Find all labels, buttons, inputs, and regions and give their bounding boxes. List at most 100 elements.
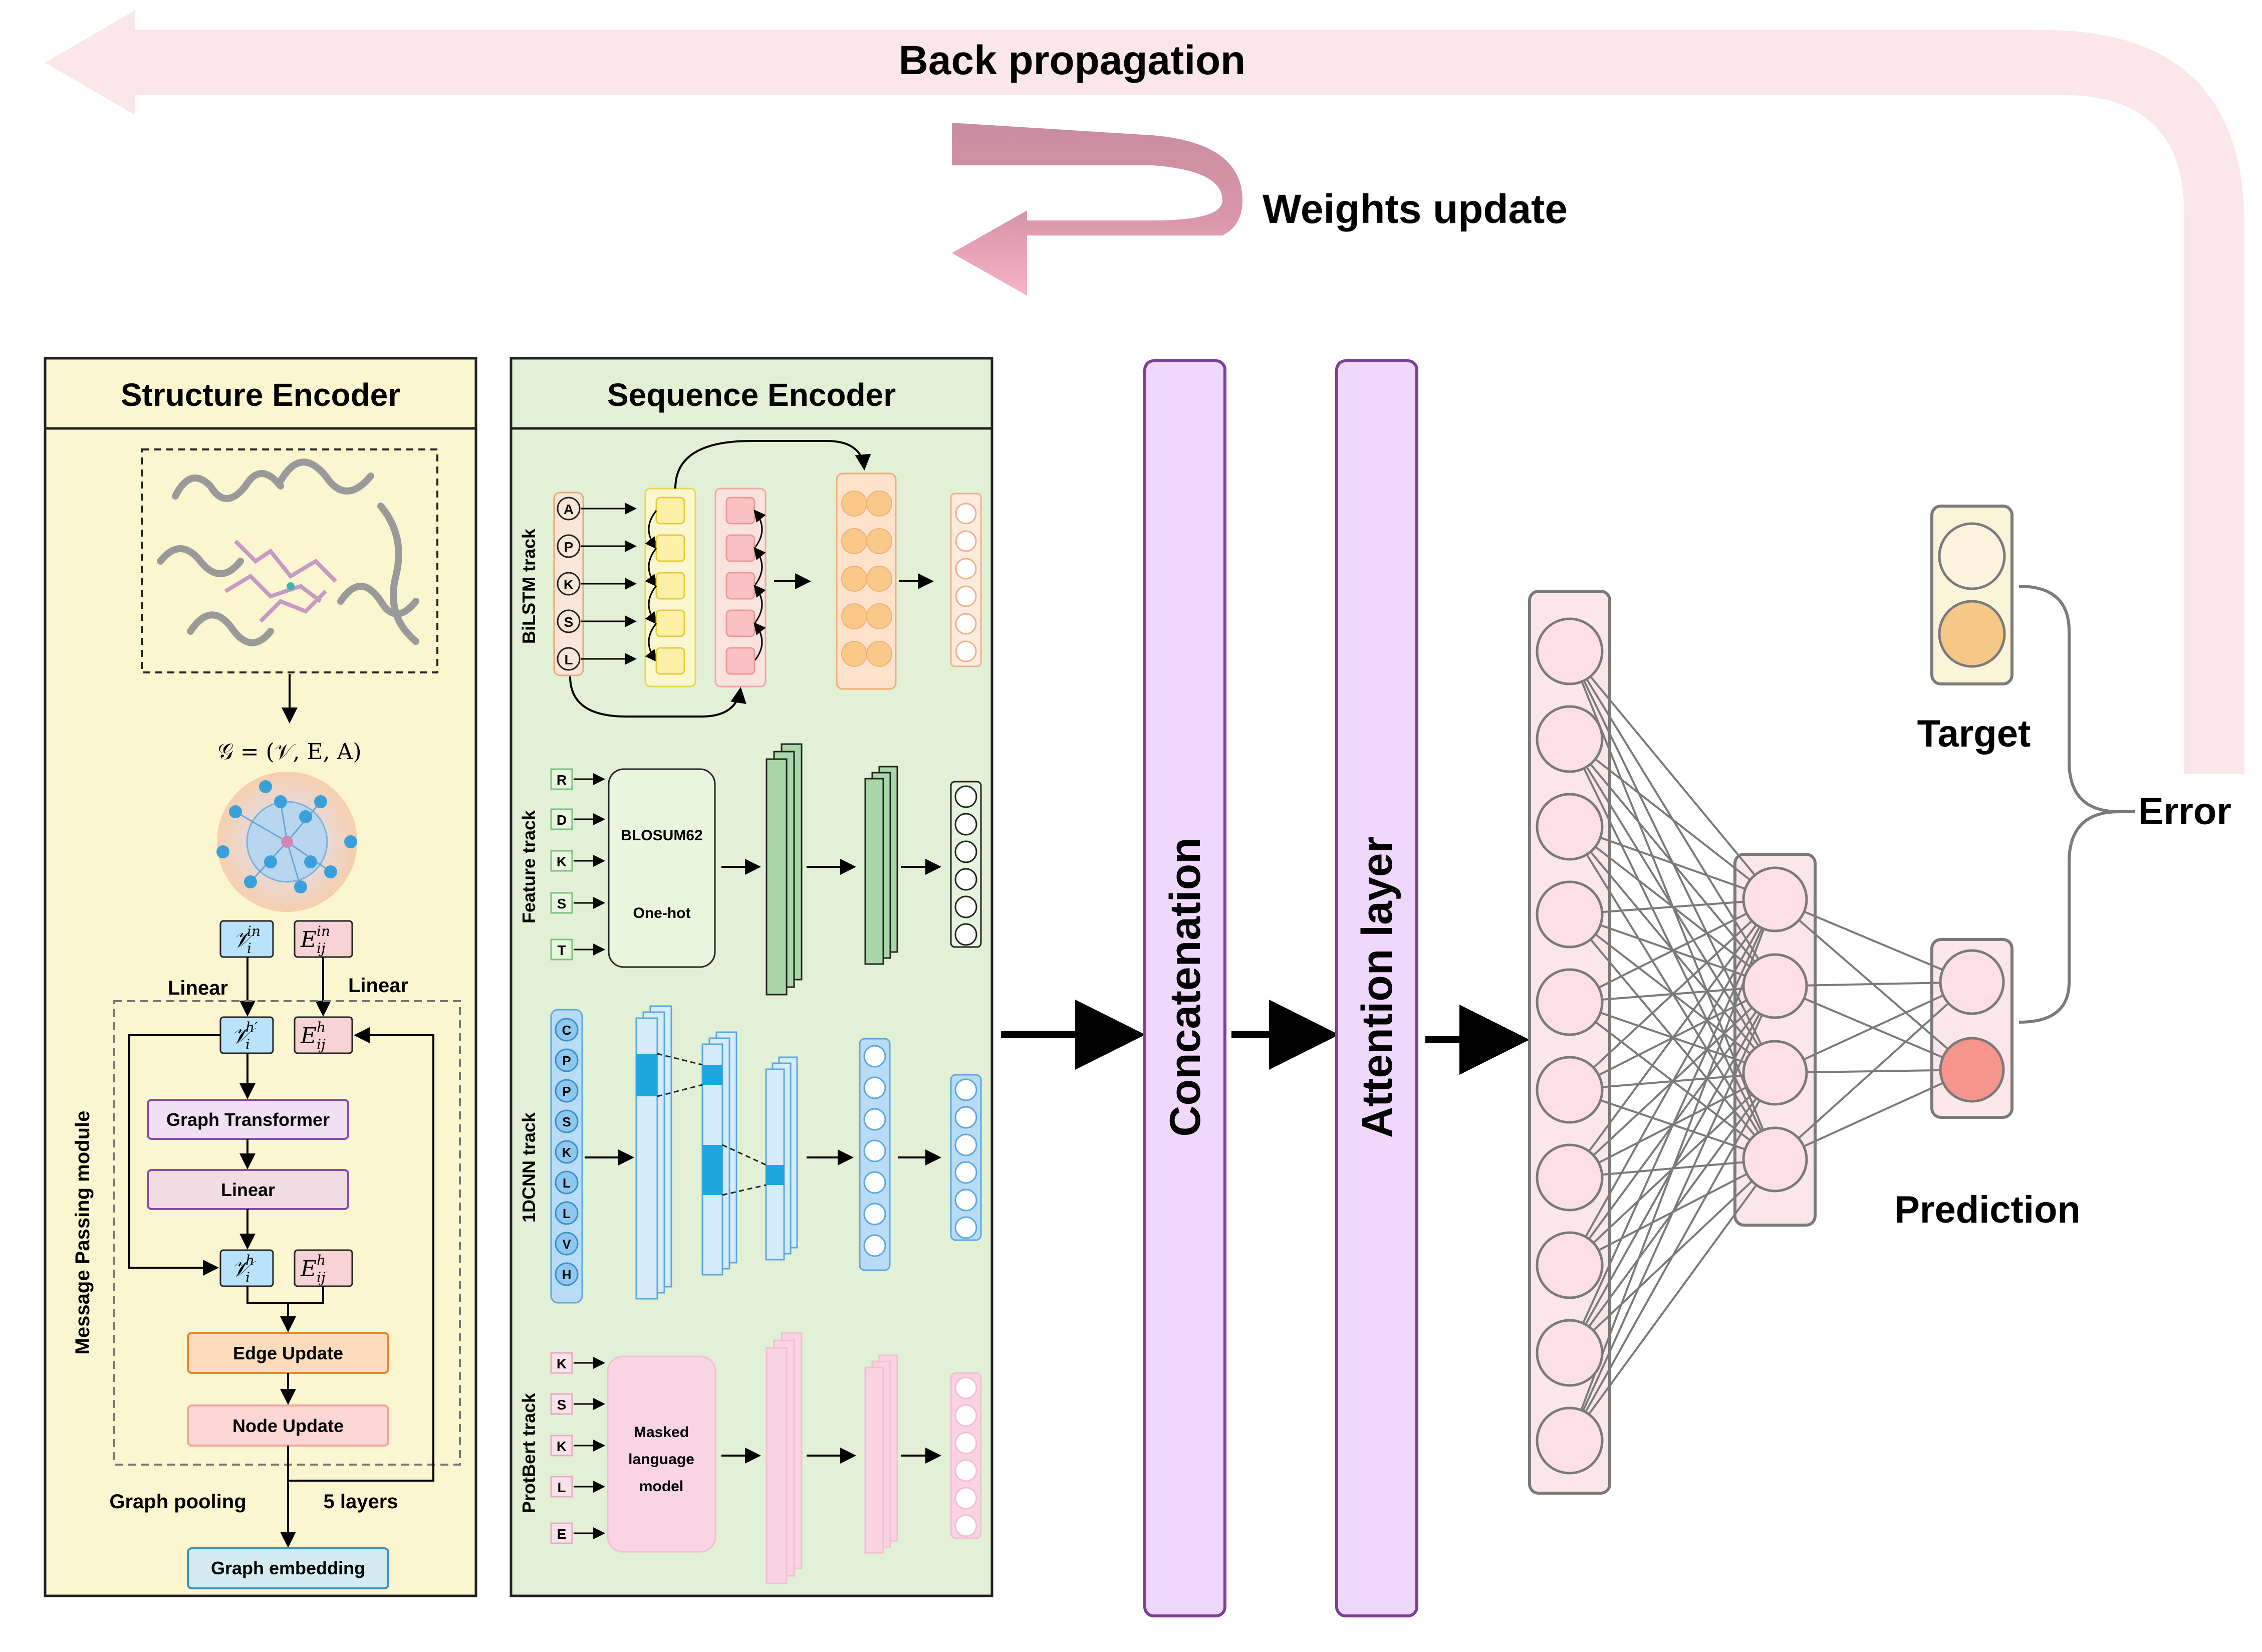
svg-text:S: S [564, 614, 574, 630]
protbert-track-label: ProtBert track [519, 1392, 539, 1513]
svg-text:L: L [564, 652, 573, 667]
protbert-output-node [954, 1376, 977, 1399]
svg-text:Graph embedding: Graph embedding [211, 1558, 365, 1578]
v-h1-box: 𝒱 h′ i [219, 1016, 274, 1054]
svg-text:ij: ij [317, 940, 326, 957]
mlp-node [1742, 866, 1808, 932]
cnn-output-node [954, 1133, 977, 1156]
mlp-node [1536, 968, 1604, 1036]
bilstm-forward-recurrence [645, 510, 657, 550]
cnn-pool-node [863, 1045, 886, 1068]
bilstm-output-node [866, 528, 892, 554]
svg-text:H: H [562, 1267, 572, 1282]
bilstm-input-letter: K [557, 572, 581, 596]
prediction-node [1939, 1037, 2005, 1103]
svg-text:K: K [557, 1356, 567, 1371]
cnn-pool-node [863, 1234, 886, 1257]
linear-mid-box: Linear [147, 1169, 349, 1210]
bilstm-forward-cell [655, 609, 685, 637]
bilstm-input-letter: P [557, 534, 581, 558]
mlp-node [1536, 705, 1604, 773]
bilstm-backward-recurrence [753, 622, 766, 661]
masked-lm-box: Masked language model [607, 1355, 716, 1553]
cnn-output-node [954, 1106, 977, 1129]
cnn-input-letter: L [555, 1201, 579, 1225]
cnn-input-letter: V [555, 1232, 579, 1256]
bilstm-final-node [955, 640, 977, 662]
structure-encoder-title: Structure Encoder [121, 377, 400, 413]
protbert-output-node [954, 1514, 977, 1537]
mlp-edge [1775, 898, 1972, 983]
bilstm-output-node [841, 566, 867, 592]
svg-text:in: in [317, 923, 330, 939]
bilstm-output-node [866, 603, 892, 629]
svg-text:E: E [300, 1256, 317, 1282]
e-in-box: E in ij [294, 920, 353, 958]
attention-bar [1335, 359, 1418, 1617]
cnn-layer-1 [635, 1005, 672, 1300]
svg-text:L: L [563, 1175, 571, 1191]
feature-output-node [954, 785, 977, 808]
cnn-output-node [954, 1189, 977, 1212]
feature-track-label: Feature track [519, 810, 539, 923]
protbert-output-node [954, 1459, 977, 1482]
blosum-box: BLOSUM62 One-hot [608, 768, 716, 968]
svg-text:h′: h′ [245, 1019, 258, 1036]
bilstm-backward-cell [725, 534, 756, 562]
mlp-edge [1569, 899, 1776, 1353]
feature-output-node [954, 813, 977, 836]
feature-conv-stack-1 [766, 743, 803, 996]
cnn-input-letter: S [555, 1109, 579, 1133]
protbert-output-node [954, 1404, 977, 1427]
svg-text:L: L [557, 1480, 566, 1495]
svg-text:K: K [557, 854, 567, 869]
mlp-node [1536, 1143, 1604, 1212]
feature-output-node [954, 868, 977, 891]
svg-text:L: L [563, 1206, 571, 1221]
feature-output-node [954, 895, 977, 918]
bilstm-backward-cell [725, 647, 756, 675]
cnn-pool-node [863, 1171, 886, 1194]
svg-text:K: K [564, 577, 574, 592]
input-letter-box: S [550, 1393, 573, 1415]
mlp-connections [1569, 650, 1973, 1442]
cnn-layer-2 [701, 1031, 737, 1276]
bilstm-input-letter: S [557, 609, 581, 633]
svg-text:model: model [639, 1478, 683, 1495]
mlp-edge [1774, 981, 1973, 1160]
weights-update-label: Weights update [1263, 186, 1568, 232]
mlp-edge [1569, 899, 1776, 1266]
v-in-box: 𝒱 in i [219, 920, 274, 958]
svg-text:h: h [317, 1252, 326, 1269]
svg-text:i: i [247, 940, 252, 957]
svg-text:E: E [300, 927, 317, 953]
feature-output-node [954, 840, 977, 863]
svg-text:BLOSUM62: BLOSUM62 [621, 827, 702, 844]
bilstm-output-node [866, 491, 892, 517]
bilstm-output-node [866, 641, 892, 667]
cnn-pool-node [863, 1076, 886, 1099]
bilstm-forward-cell [655, 647, 685, 675]
v-h2-box: 𝒱 h i [219, 1249, 274, 1287]
cnn-kernel-lines [657, 1053, 767, 1196]
graph-definition: 𝒢 = (𝒱, E, A) [218, 739, 362, 765]
svg-text:i: i [245, 1036, 250, 1053]
bilstm-track-label: BiLSTM track [519, 528, 539, 644]
bilstm-output-node [866, 566, 892, 592]
weights-update-arrow [952, 123, 1242, 296]
bilstm-input-letter: L [557, 647, 581, 671]
linear-left-label: Linear [168, 977, 228, 999]
mlp-edge [1569, 899, 1776, 1441]
svg-text:h: h [317, 1019, 326, 1036]
svg-text:ij: ij [317, 1036, 326, 1053]
cnn-pool-node [863, 1139, 886, 1162]
backprop-arrow [45, 10, 2244, 774]
svg-text:P: P [564, 539, 574, 555]
edge-update-box: Edge Update [187, 1332, 389, 1374]
error-label: Error [2138, 790, 2231, 833]
layers-label: 5 layers [323, 1491, 398, 1513]
cnn-output-node [954, 1216, 977, 1239]
protein-structure-image [141, 448, 438, 673]
protbert-output-node [954, 1487, 977, 1510]
mlp-edge [1775, 981, 1972, 987]
